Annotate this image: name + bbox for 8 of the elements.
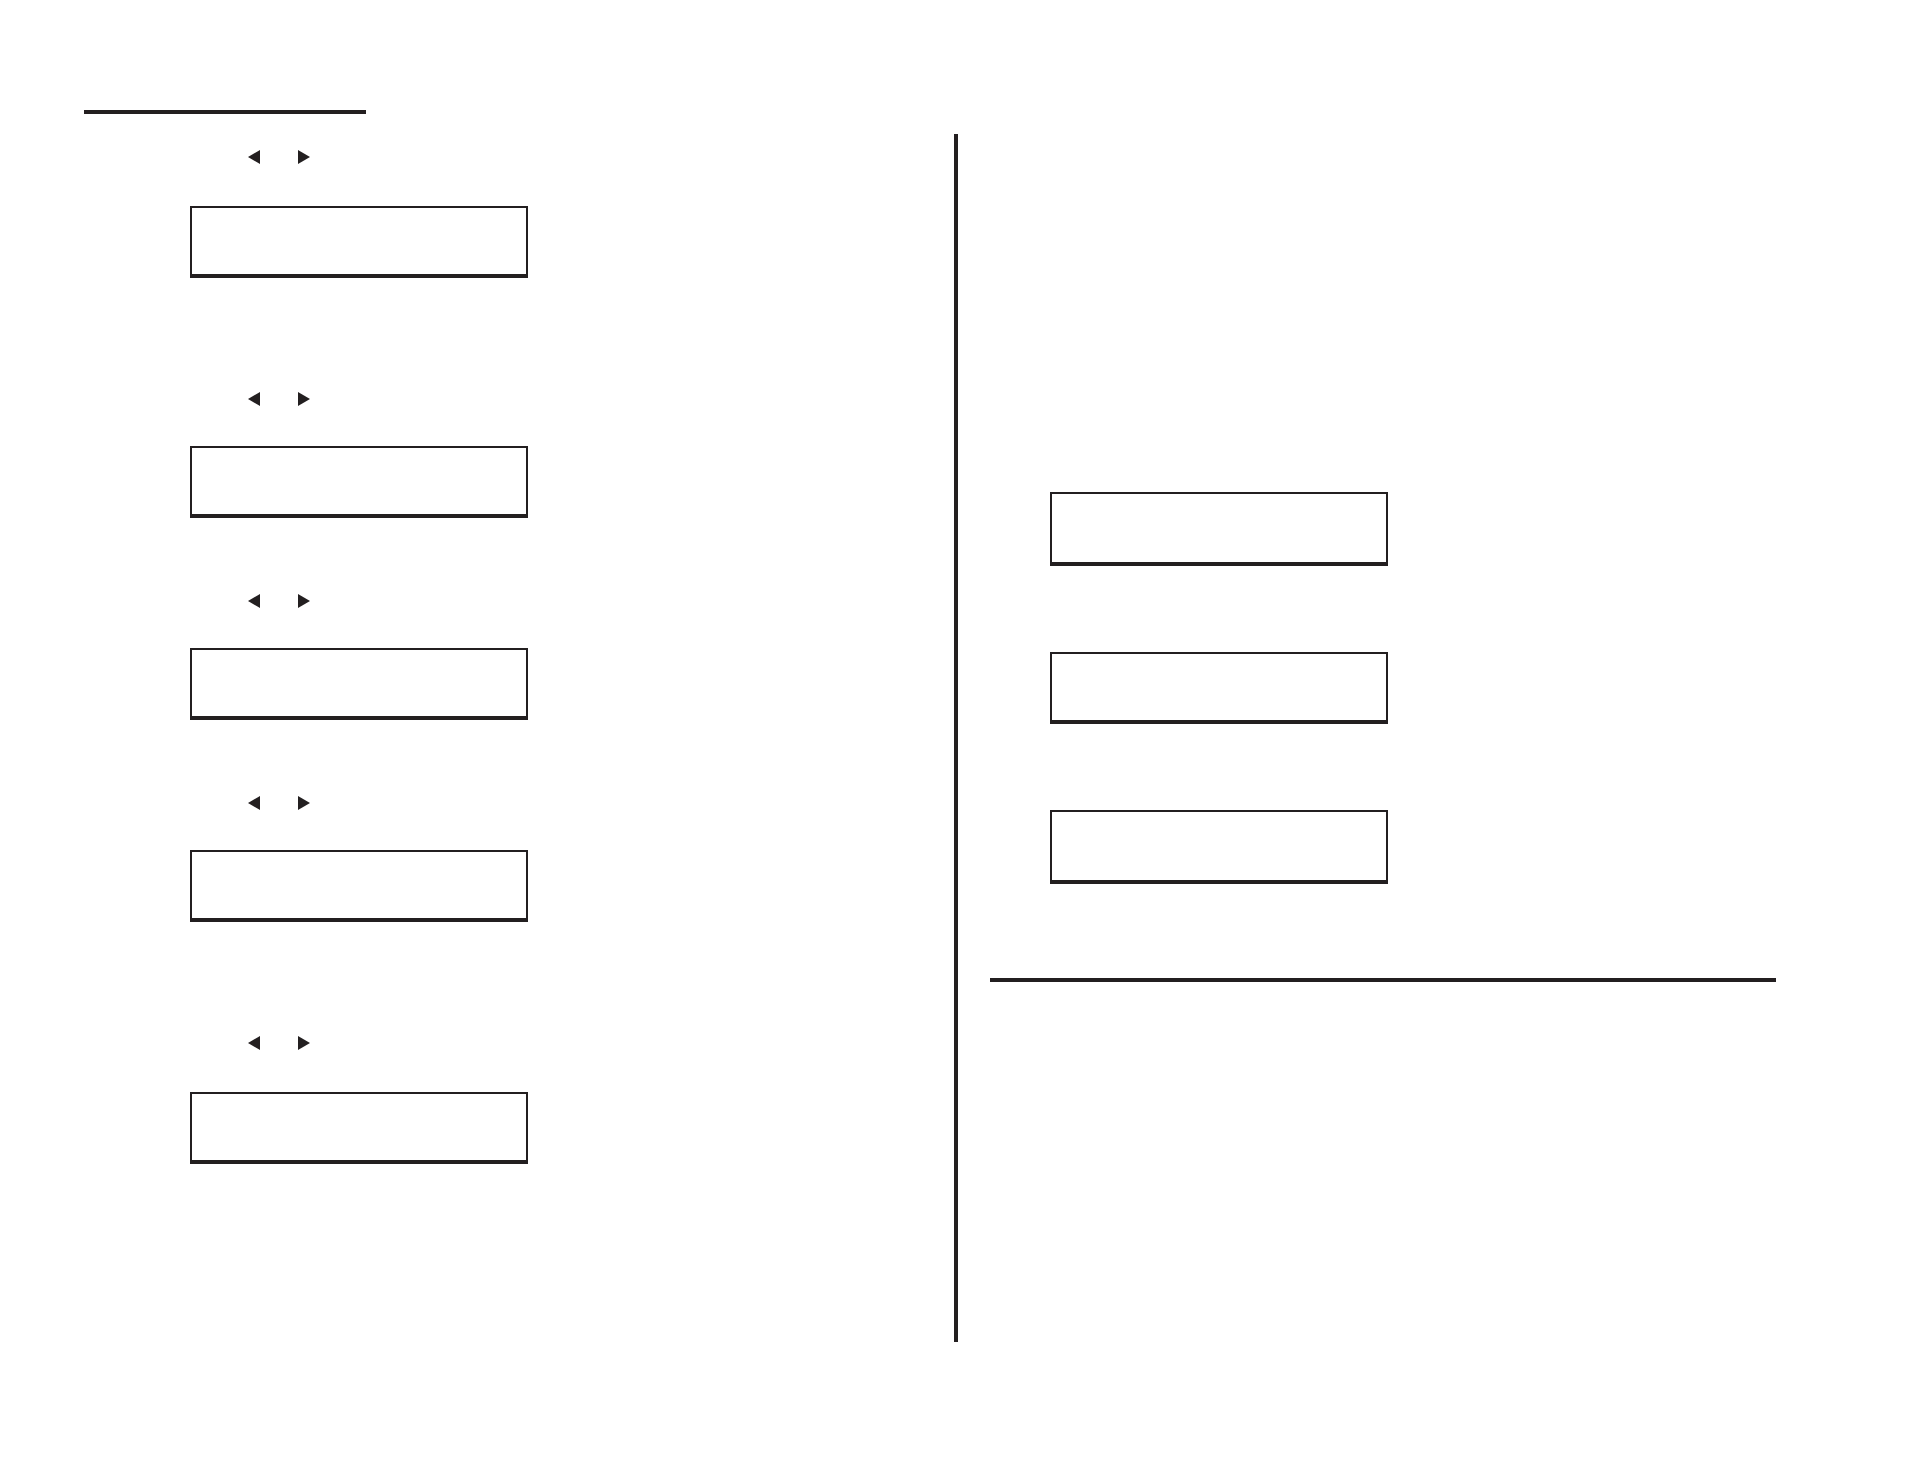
display-box [190, 206, 528, 278]
display-box [190, 850, 528, 922]
display-box [1050, 492, 1388, 566]
display-box [1050, 652, 1388, 724]
display-box [190, 648, 528, 720]
display-box [1050, 810, 1388, 884]
display-box [190, 1092, 528, 1164]
display-box [190, 446, 528, 518]
